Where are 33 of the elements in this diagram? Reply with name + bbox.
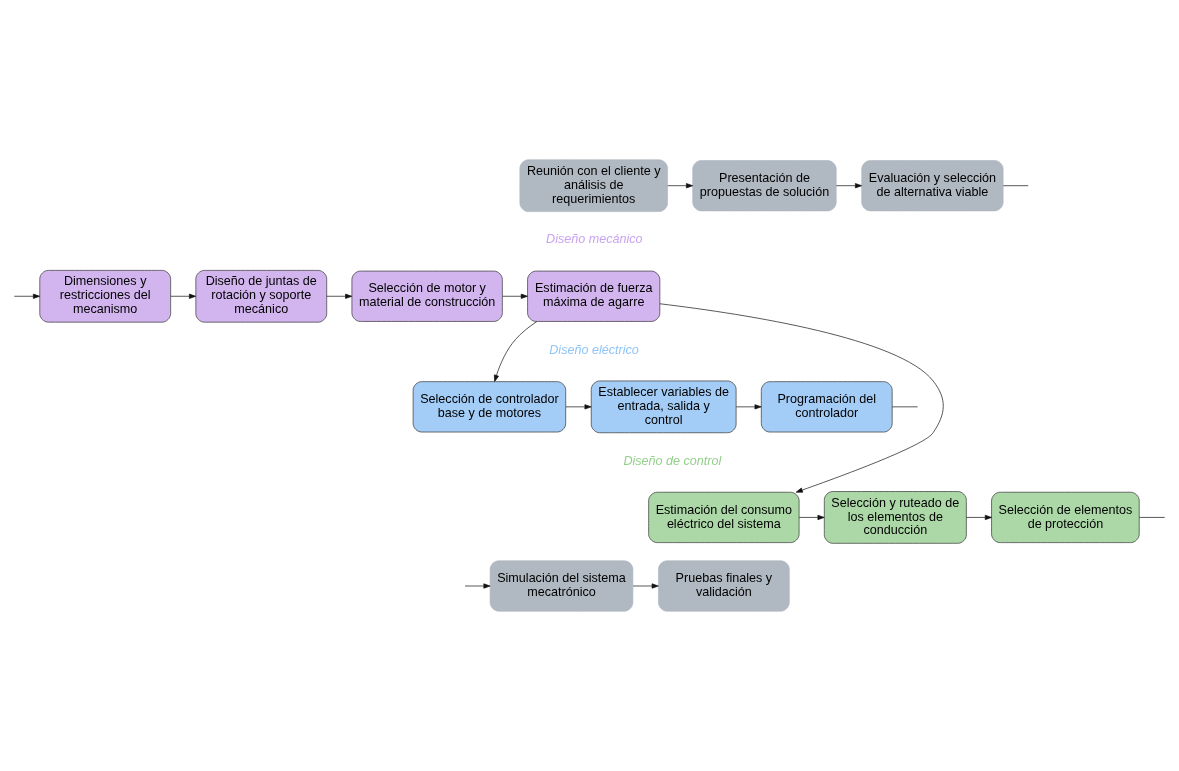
node-box: Selección y ruteado de los elementos de conducción — [823, 491, 967, 544]
connector — [1139, 517, 1166, 518]
node-box: Dimensiones y restricciones del mecanismo — [39, 270, 171, 323]
node-box: Estimación del consumo eléctrico del sistema — [648, 491, 800, 543]
arrow — [502, 293, 528, 299]
arrow — [798, 514, 825, 520]
arrow — [835, 183, 862, 189]
node-box: Programación del controlador — [760, 381, 893, 433]
arrow — [13, 293, 40, 299]
label: Diseño eléctrico — [549, 342, 639, 357]
node-box: Pruebas finales y validación — [658, 560, 790, 612]
node-box: Presentación de propuestas de solución — [692, 160, 837, 212]
node-box: Evaluación y selección de alternativa viable — [861, 160, 1004, 212]
node-box: Estimación de fuerza máxima de agarre — [527, 270, 661, 322]
node-box: Simulación del sistema mecatrónico — [489, 560, 634, 612]
arrow — [966, 514, 992, 520]
label: Diseño mecánico — [546, 232, 643, 247]
arrow — [493, 321, 538, 382]
label: Diseño de control — [623, 453, 722, 468]
node-box: Selección de controlador base y de motores — [412, 381, 567, 433]
arrow — [632, 583, 659, 589]
node-box: Reunión con el cliente y análisis de requerimientos — [519, 159, 668, 212]
node-box: Selección de elementos de protección — [991, 491, 1140, 543]
arrow — [659, 303, 944, 493]
arrow — [667, 183, 694, 189]
arrow — [170, 293, 197, 299]
arrow — [464, 583, 491, 589]
node-box: Selección de motor y material de construcción — [351, 270, 503, 322]
arrow — [565, 404, 592, 410]
arrow — [326, 293, 353, 299]
arrow — [735, 404, 762, 410]
node-box: Diseño de juntas de rotación y soporte mecánico — [195, 270, 328, 323]
node-box: Establecer variables de entrada, salida y control — [590, 380, 737, 434]
